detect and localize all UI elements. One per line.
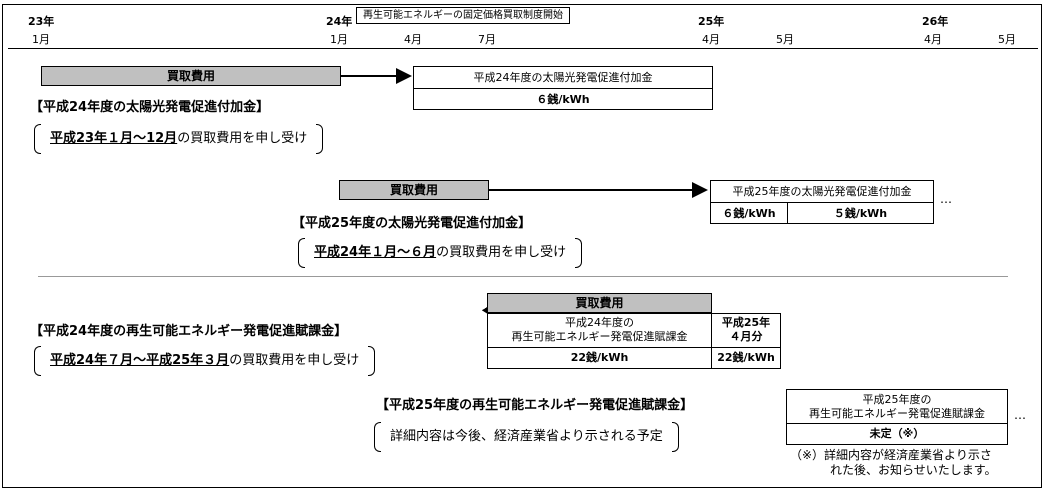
rate-value: ６銭/kWh — [711, 203, 788, 224]
rate-box-title: 平成25年度の太陽光発電促進付加金 — [711, 181, 933, 203]
note-text: の買取費用を申し受け — [177, 131, 308, 146]
timeline-year-26: 26年 — [922, 15, 949, 28]
april-title-line: ４月分 — [729, 330, 763, 343]
timeline-year-24: 24年 — [326, 15, 353, 28]
timeline-month: 5月 — [998, 33, 1016, 46]
surcharge-rate-box: 平成25年度の太陽光発電促進付加金 ６銭/kWh ５銭/kWh — [710, 180, 934, 224]
diagram-frame — [2, 4, 1042, 488]
section-heading: 【平成25年度の再生可能エネルギー発電促進賦課金】 — [376, 398, 694, 413]
levy-rate-box: 平成25年度の 再生可能エネルギー発電促進賦課金 未定（※） — [786, 389, 1008, 445]
section-heading: 【平成25年度の太陽光発電促進付加金】 — [292, 216, 532, 231]
section-heading: 【平成24年度の太陽光発電促進付加金】 — [30, 100, 270, 115]
rate-value: 22銭/kWh — [711, 347, 781, 369]
note-text: の買取費用を申し受け — [229, 353, 360, 368]
levy-box-title: 平成25年度の 再生可能エネルギー発電促進賦課金 — [787, 390, 1007, 424]
purchase-cost-bar: 買取費用 — [487, 293, 712, 313]
details-pending-note: 詳細内容は今後、経済産業省より示される予定 — [372, 422, 681, 452]
footnote: （※）詳細内容が経済産業省より示さ れた後、お知らせいたします。 — [790, 448, 997, 478]
period-text: 平成24年７月～平成25年３月 — [50, 353, 230, 368]
section-divider — [38, 276, 1008, 277]
levy-title-line: 再生可能エネルギー発電促進賦課金 — [809, 407, 985, 420]
period-text: 平成24年１月～６月 — [314, 245, 437, 260]
april-rate-title-cell: 平成25年 ４月分 — [711, 313, 781, 348]
footnote-line: （※）詳細内容が経済産業省より示さ — [790, 448, 992, 462]
timeline-month: 4月 — [924, 33, 942, 46]
collection-period-note: 平成24年１月～６月の買取費用を申し受け — [296, 238, 584, 268]
continuation-ellipsis: … — [940, 192, 952, 206]
rate-value: 22銭/kWh — [487, 347, 712, 369]
rate-value: ５銭/kWh — [833, 207, 888, 220]
rate-box-title: 平成24年度の太陽光発電促進付加金 — [414, 67, 712, 89]
timeline-month: 4月 — [702, 33, 720, 46]
levy-title-line: 再生可能エネルギー発電促進賦課金 — [511, 330, 688, 343]
collection-period-note: 平成23年１月～12月の買取費用を申し受け — [32, 124, 325, 154]
footnote-line: れた後、お知らせいたします。 — [830, 463, 997, 477]
program-start-badge: 再生可能エネルギーの固定価格買取制度開始 — [356, 7, 570, 24]
purchase-cost-bar: 買取費用 — [339, 180, 489, 200]
levy-title-line: 平成24年度の — [565, 316, 634, 329]
timeline-month: 5月 — [776, 33, 794, 46]
timeline-axis — [8, 48, 1038, 49]
rate-value: 未定（※） — [869, 427, 925, 440]
purchase-cost-bar: 買取費用 — [41, 66, 341, 86]
section-heading: 【平成24年度の再生可能エネルギー発電促進賦課金】 — [30, 324, 348, 339]
april-title-line: 平成25年 — [721, 316, 771, 329]
period-text: 平成23年１月～12月 — [50, 131, 178, 146]
timeline-year-23: 23年 — [28, 15, 55, 28]
timeline-month: 1月 — [32, 33, 50, 46]
rate-value: ６銭/kWh — [536, 93, 590, 106]
note-text: 詳細内容は今後、経済産業省より示される予定 — [390, 429, 663, 444]
levy-rate-title-cell: 平成24年度の 再生可能エネルギー発電促進賦課金 — [487, 313, 712, 348]
collection-period-note: 平成24年７月～平成25年３月の買取費用を申し受け — [32, 346, 377, 376]
timeline-year-25: 25年 — [698, 15, 725, 28]
timeline-month: 1月 — [330, 33, 348, 46]
levy-title-line: 平成25年度の — [862, 393, 932, 406]
note-text: の買取費用を申し受け — [436, 245, 567, 260]
surcharge-rate-box: 平成24年度の太陽光発電促進付加金 ６銭/kWh — [413, 66, 713, 110]
timeline-month: 7月 — [478, 33, 496, 46]
continuation-ellipsis: … — [1014, 408, 1026, 422]
timeline-month: 4月 — [404, 33, 422, 46]
